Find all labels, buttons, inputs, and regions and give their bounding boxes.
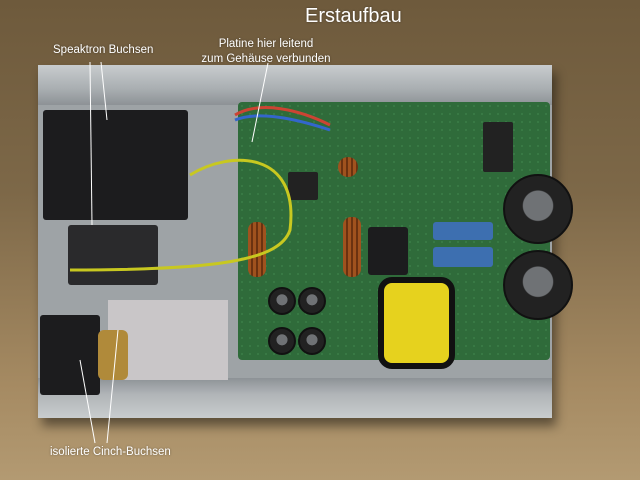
wire [234,114,331,132]
board-ground-line2: zum Gehäuse verbunden [201,53,331,65]
ground-wire [69,158,293,272]
inductor [338,157,358,177]
pointer-line [79,359,96,444]
wire [234,106,331,127]
inductor [343,217,361,277]
electrolytic-capacitor [503,250,573,320]
speaker-jacks [43,110,188,220]
capacitor [298,287,326,315]
rca-jack-brass [98,330,128,380]
board-ground-line1: Platine hier leitend [218,38,314,50]
top-rail [38,65,552,105]
capacitor [268,327,296,355]
electrolytic-capacitor [503,174,573,244]
capacitor [298,327,326,355]
rca-jacks [40,315,100,395]
pointer-line [89,61,93,226]
speaker-jack-lower [68,225,158,285]
film-capacitor [433,247,493,267]
connector [483,122,513,172]
inductor [248,222,266,277]
pe-ld-sticker [108,300,228,380]
pointer-line [251,62,269,143]
pointer-line [106,329,119,444]
film-capacitor [433,222,493,240]
image-title: Erstaufbau [305,5,402,27]
capacitor [268,287,296,315]
transformer [368,227,408,275]
bottom-rail [38,378,552,418]
board-ground-label: Platine hier leitend zum Gehäuse verbund… [166,37,366,67]
speaker-jacks-label: Speaktron Buchsen [53,44,154,56]
rca-jacks-label: isolierte Cinch-Buchsen [50,446,171,458]
pointer-line [100,61,108,121]
chip [288,172,318,200]
power-inductor [378,277,455,369]
